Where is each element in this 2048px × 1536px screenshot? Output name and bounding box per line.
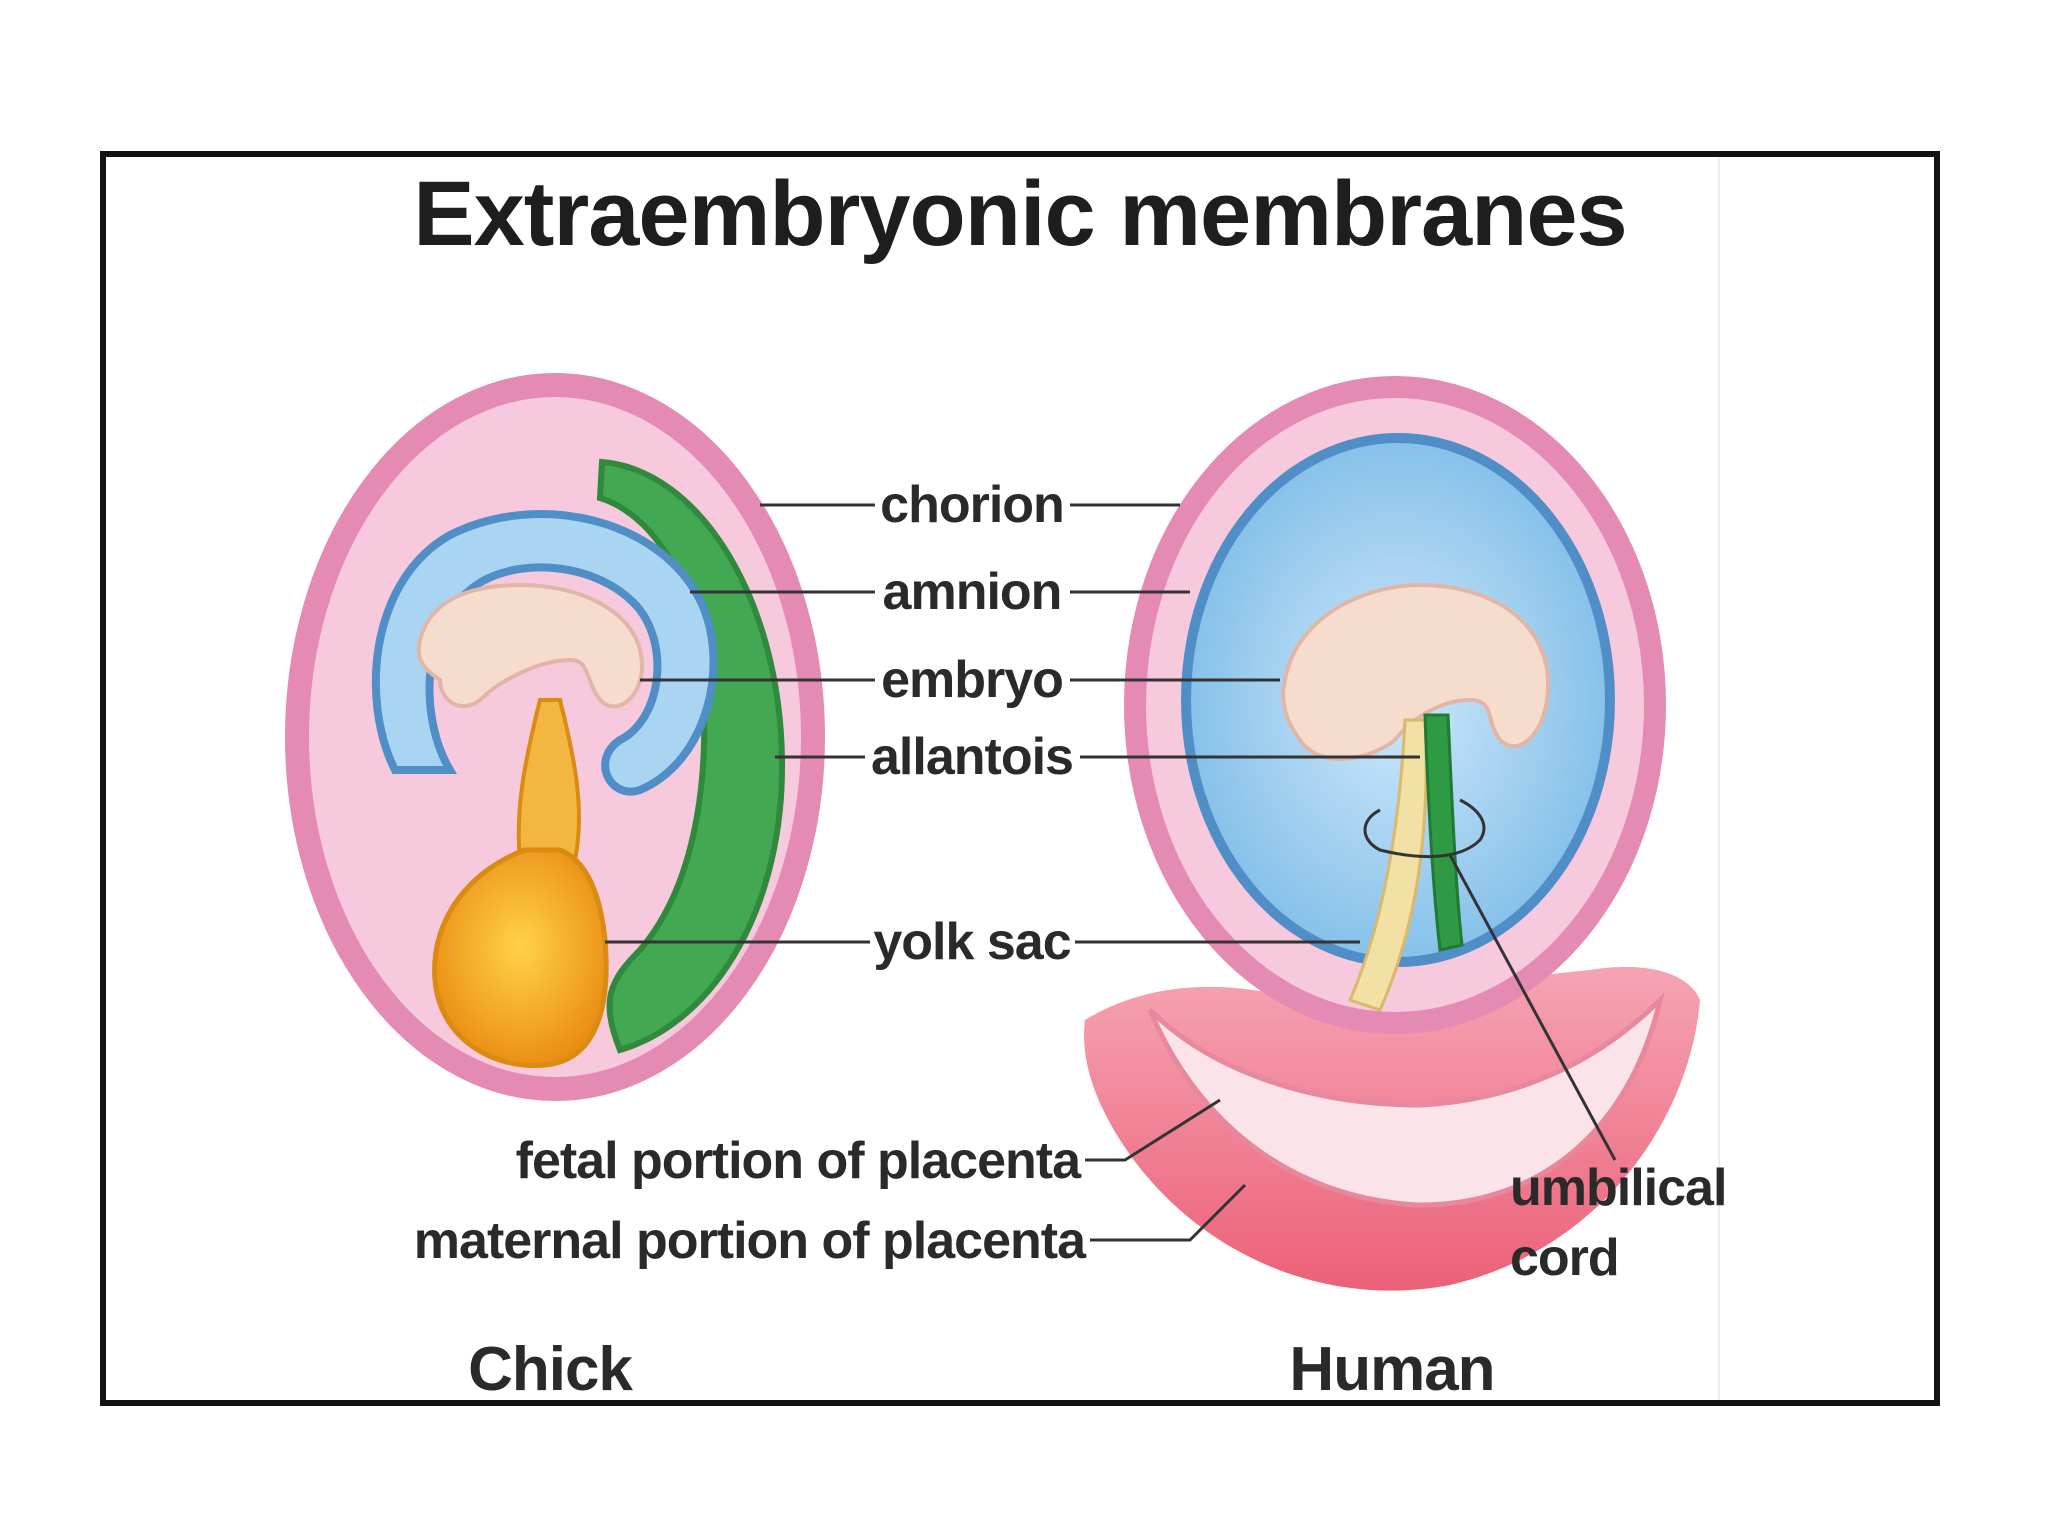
chick-embryo bbox=[416, 582, 644, 709]
label-cord: cord bbox=[1510, 1229, 1619, 1287]
chick-diagram bbox=[285, 373, 825, 1101]
caption-chick: Chick bbox=[468, 1335, 633, 1404]
caption-human: Human bbox=[1289, 1335, 1494, 1404]
human-umbilical-outline bbox=[1363, 798, 1486, 858]
human-allantois bbox=[1423, 713, 1464, 952]
image-edge-line bbox=[1718, 157, 1720, 1400]
diagram-title: Extraembryonic membranes bbox=[413, 163, 1626, 265]
label-umbilical: umbilical bbox=[1510, 1159, 1726, 1217]
label-fetal-placenta: fetal portion of placenta bbox=[516, 1132, 1082, 1190]
human-diagram bbox=[1084, 376, 1700, 1291]
leader-lines bbox=[605, 503, 1617, 1242]
label-yolk-sac: yolk sac bbox=[873, 913, 1070, 971]
label-allantois: allantois bbox=[871, 728, 1073, 786]
human-yolk-sac bbox=[1347, 718, 1428, 1012]
label-embryo: embryo bbox=[881, 651, 1063, 709]
human-fetal-placenta bbox=[1147, 992, 1665, 1208]
chick-yolk-sac bbox=[432, 847, 609, 1069]
label-amnion: amnion bbox=[883, 563, 1062, 621]
chick-amnion bbox=[371, 510, 718, 796]
label-chorion: chorion bbox=[880, 476, 1064, 534]
label-maternal-placenta: maternal portion of placenta bbox=[414, 1212, 1087, 1270]
